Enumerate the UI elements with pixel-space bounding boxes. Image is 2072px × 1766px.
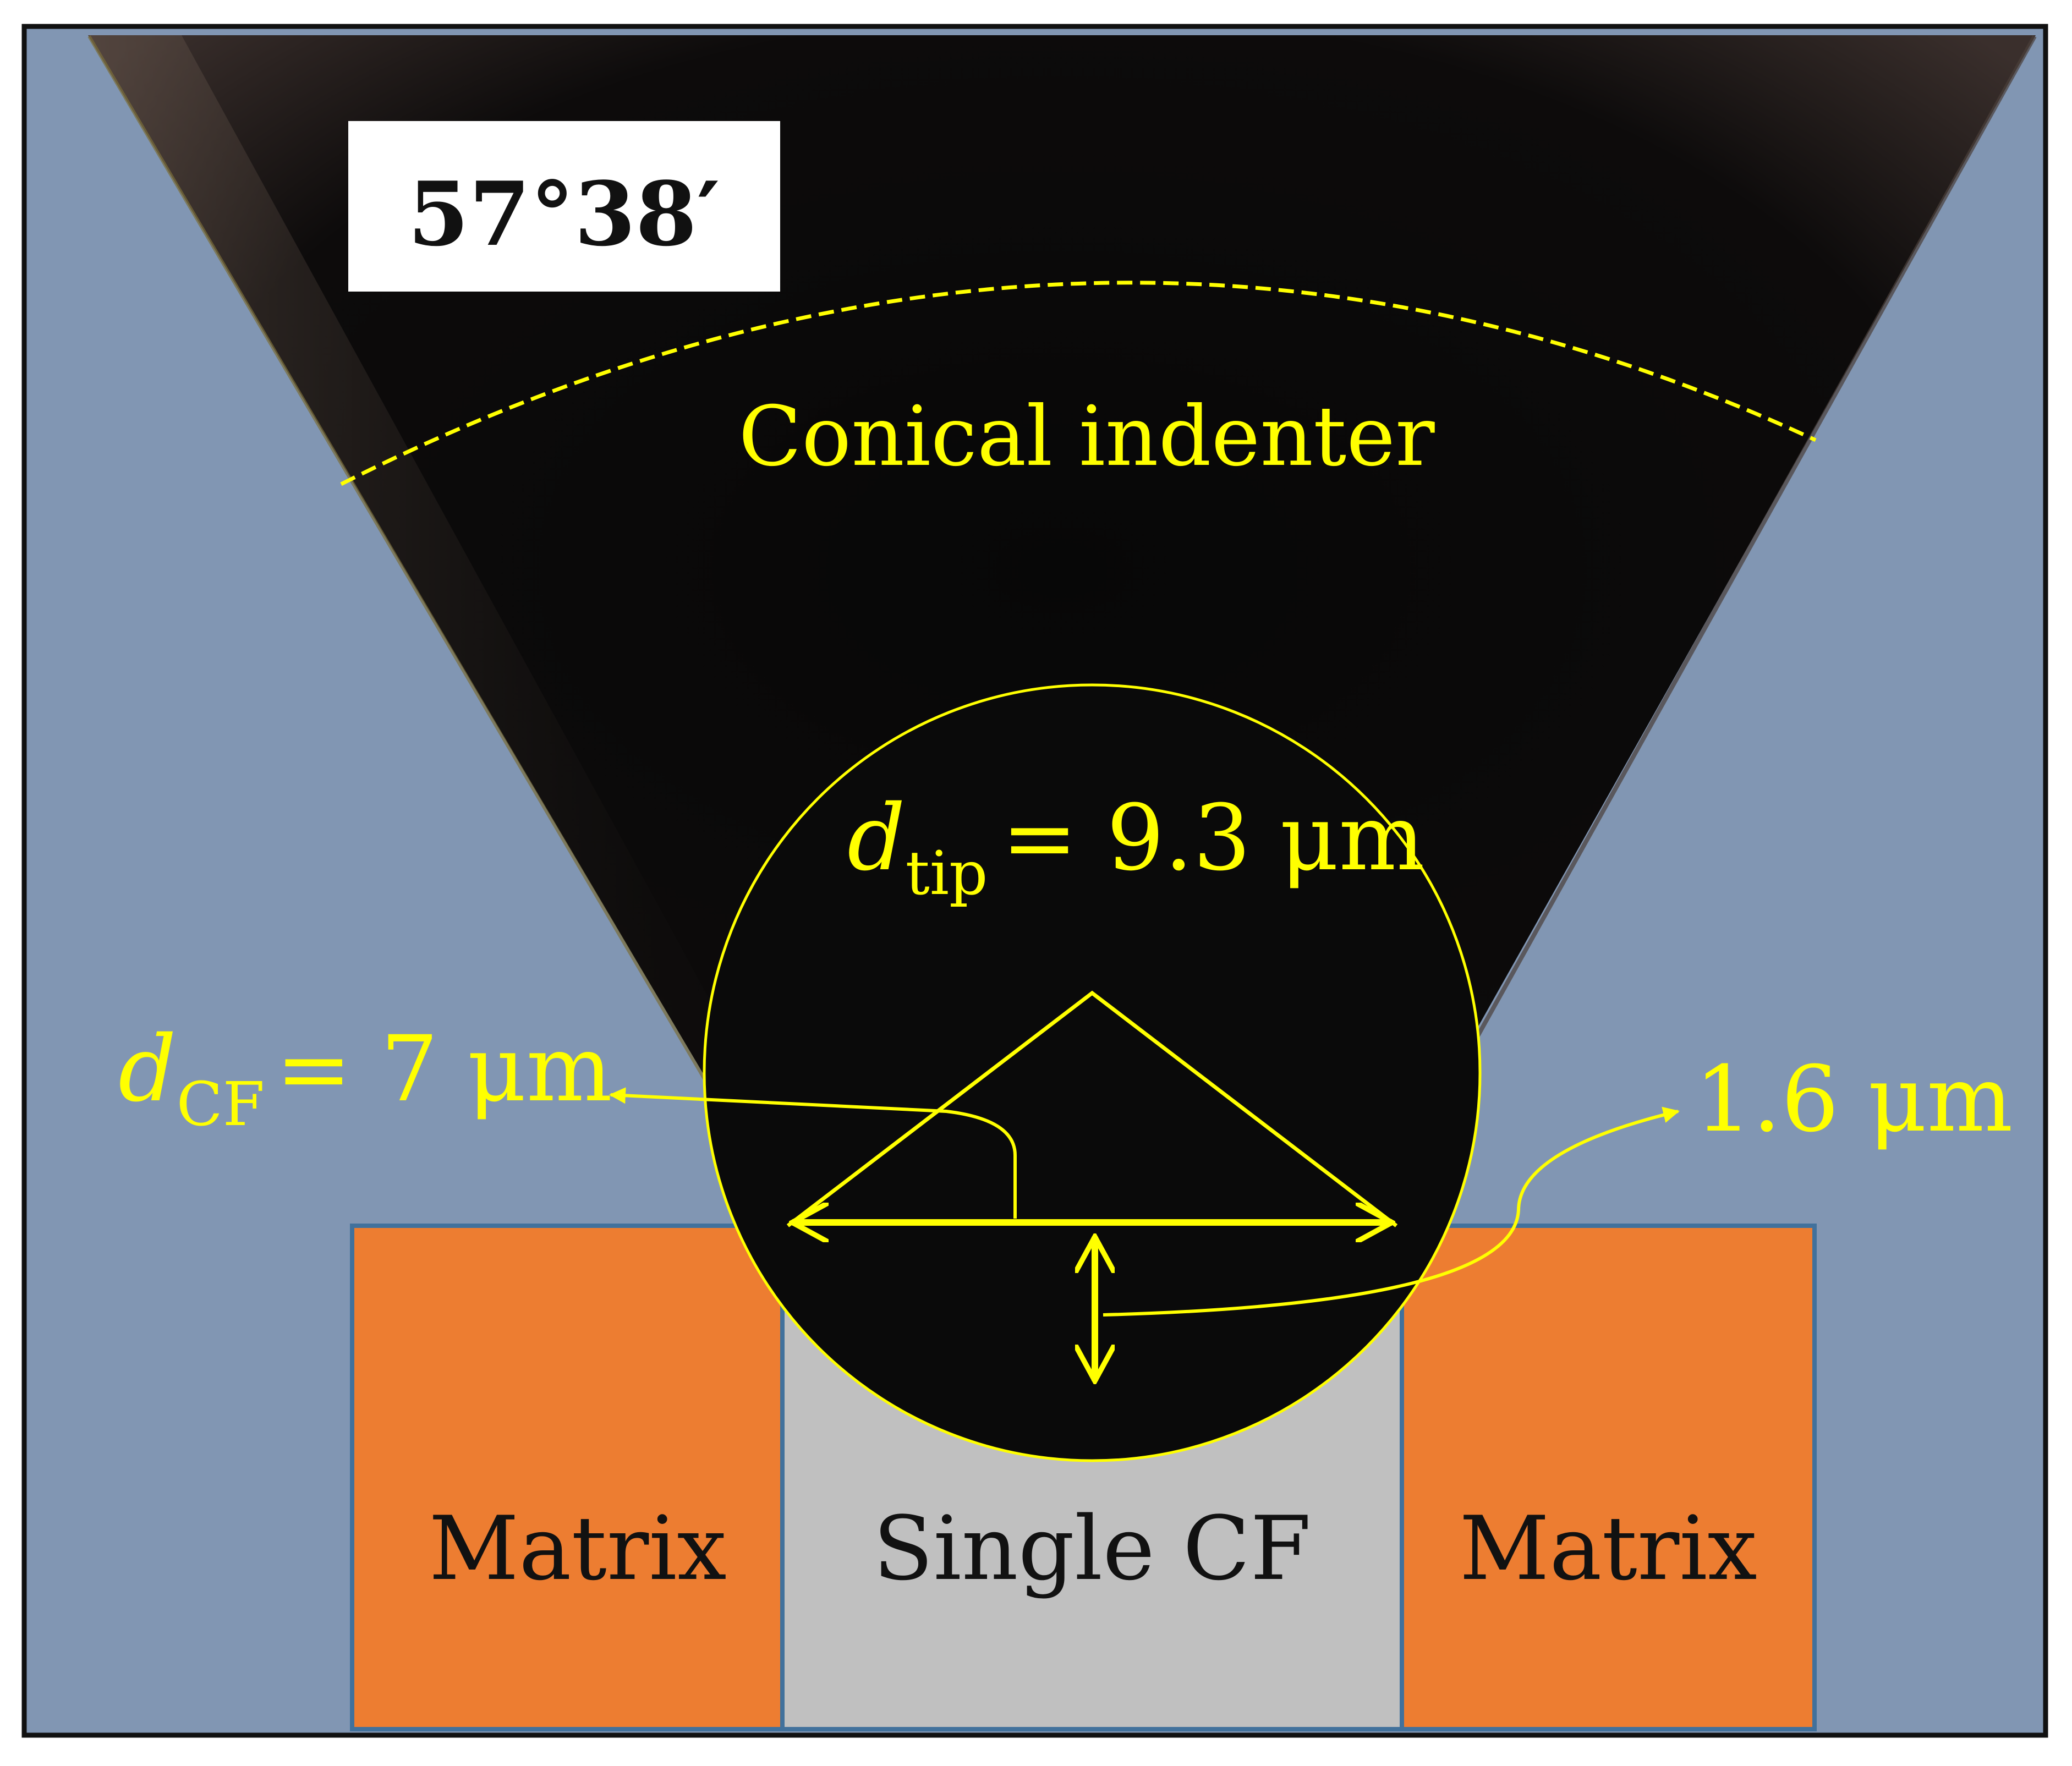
matrix-block-right: [1400, 1224, 1817, 1731]
fiber-diameter-label: dCF= 7 μm: [118, 1016, 612, 1139]
indenter-tip-sphere: [703, 683, 1482, 1462]
matrix-label-left: Matrix: [429, 1497, 726, 1600]
depth-leader: [1103, 1106, 1680, 1317]
depth-label: 1.6 μm: [1695, 1046, 2013, 1152]
indenter-right-edge: [1409, 35, 2037, 1156]
cone-angle-arc: [340, 281, 1817, 486]
indenter-left-edge: [87, 35, 788, 1220]
figure-frame: [21, 24, 2048, 1738]
matrix-block-left: [350, 1224, 785, 1731]
angle-label-box: [348, 121, 780, 292]
fiber-diameter-leader: [609, 1087, 1017, 1219]
tip-diameter-label: dtip= 9.3 μm: [847, 785, 1425, 908]
single-cf-label: Single CF: [873, 1497, 1311, 1600]
contact-triangle: [786, 990, 1398, 1227]
indenter-left-edge-shading: [88, 35, 825, 1224]
indenter-label: Conical indenter: [738, 389, 1435, 485]
angle-label: 57°38′: [408, 162, 720, 266]
conical-indenter: [88, 35, 2036, 1224]
matrix-label-right: Matrix: [1459, 1497, 1757, 1600]
